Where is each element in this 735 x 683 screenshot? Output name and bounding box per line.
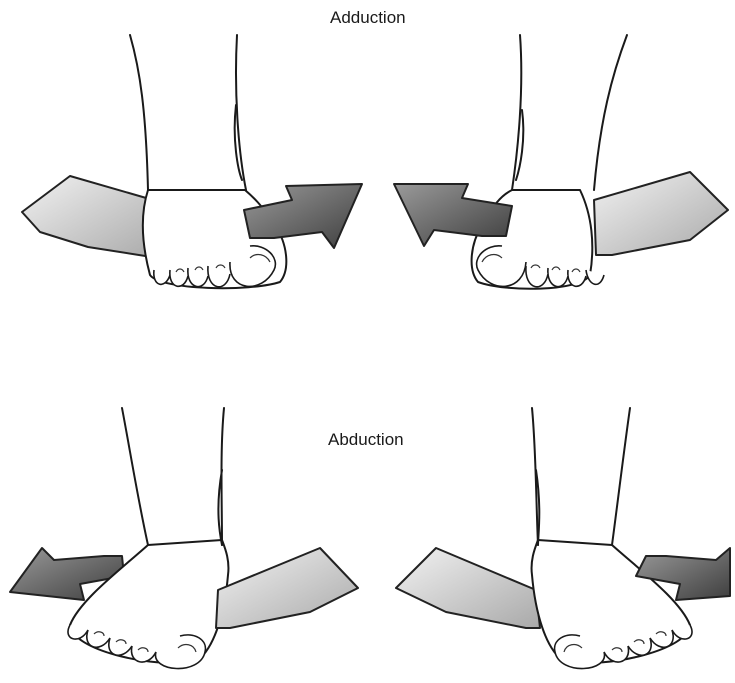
foot-top-right — [394, 35, 728, 289]
foot-top-left — [22, 35, 362, 288]
light-arrow-top-right — [594, 172, 728, 255]
light-arrow-bottom-left — [216, 548, 358, 628]
foot-bottom-right — [396, 408, 730, 669]
dark-arrow-top-right — [394, 184, 512, 246]
dark-arrow-top-left — [244, 184, 362, 248]
light-arrow-bottom-right — [396, 548, 540, 628]
light-arrow-top-left — [22, 176, 160, 258]
foot-bottom-left — [10, 408, 358, 669]
